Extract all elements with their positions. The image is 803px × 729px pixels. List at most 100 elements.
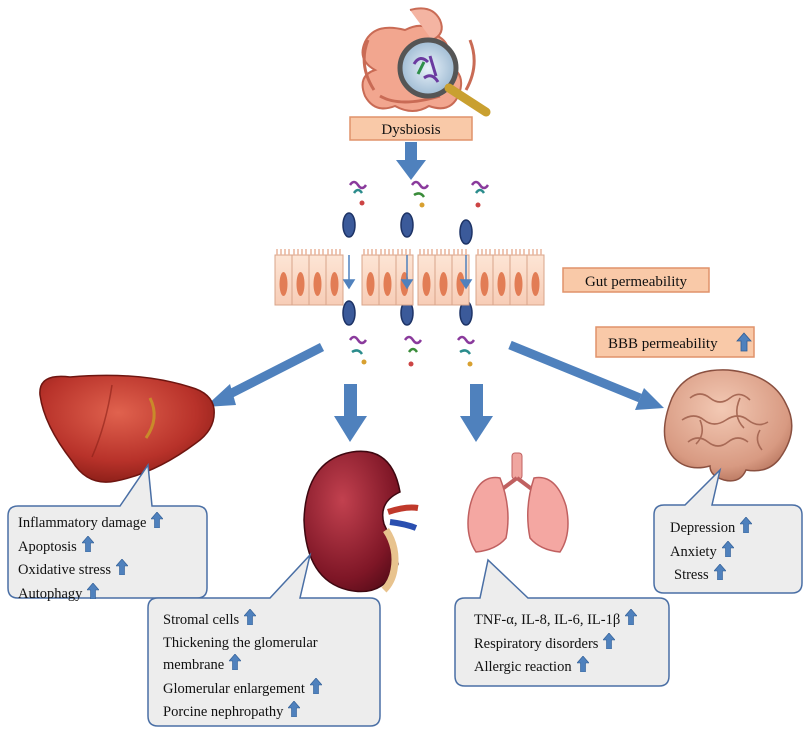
cell-nucleus [330, 272, 339, 296]
flow-arrow-icon [508, 340, 664, 410]
bbb-permeability-label-box [595, 326, 755, 358]
microvilli [310, 249, 324, 255]
up-arrow-icon [736, 332, 752, 352]
up-arrow-icon [602, 632, 617, 657]
kidney-effect-text: Glomerular enlargement [163, 680, 305, 697]
up-arrow-icon [287, 700, 302, 725]
microvilli [327, 249, 341, 255]
brain-effect-text: Anxiety [670, 543, 717, 560]
lungs-illustration [467, 452, 569, 553]
list-item: Oxidative stress [18, 558, 163, 583]
cell-nucleus [480, 272, 489, 296]
up-arrow-icon [575, 655, 590, 680]
microvilli [494, 249, 508, 255]
cell-nucleus [366, 272, 375, 296]
microvilli [380, 249, 394, 255]
up-arrow-icon [81, 535, 95, 560]
dysbiosis-label: Dysbiosis [381, 122, 440, 138]
list-item: Porcine nephropathy [163, 700, 322, 725]
flow-arrow-icon [396, 142, 426, 180]
bbb-permeability-label: BBB permeability [608, 336, 718, 352]
list-item: Stromal cells [163, 608, 322, 633]
microvilli [436, 249, 450, 255]
list-item: Glomerular enlargement [163, 677, 323, 702]
microvilli [528, 249, 542, 255]
brain-effect-text: Depression [670, 520, 736, 536]
flow-arrow-icon [205, 342, 325, 407]
brain-illustration [663, 369, 793, 482]
cell-nucleus [296, 272, 305, 296]
up-arrow-icon [228, 653, 242, 678]
list-item: Anxiety [670, 540, 752, 565]
microvilli [511, 249, 525, 255]
brain-effects-list: Depression Anxiety Stress [670, 516, 753, 588]
list-item: Inflammatory damage [18, 511, 165, 536]
cell-nucleus [514, 272, 523, 296]
microvilli [276, 249, 290, 255]
list-item: Respiratory disorders [474, 632, 637, 657]
gut-permeability-label: Gut permeability [585, 274, 688, 290]
up-arrow-icon [713, 563, 727, 588]
up-arrow-icon [150, 511, 165, 536]
up-arrow-icon [115, 558, 129, 583]
up-arrow-icon [721, 540, 735, 565]
flow-arrow-icon [334, 384, 367, 442]
list-item: membrane [163, 653, 322, 678]
list-item: TNF-α, IL-8, IL-6, IL-1β [474, 608, 638, 633]
cell-nucleus [383, 272, 392, 296]
liver-effect-text: Apoptosis [18, 538, 77, 555]
intestine-illustration [361, 7, 491, 117]
brain-effect-text: Stress [674, 567, 709, 583]
up-arrow-icon [624, 608, 638, 633]
leak-arrows [342, 255, 473, 290]
list-item: Autophagy [18, 582, 163, 607]
kidney-effect-text: Stromal cells [163, 612, 240, 628]
cell-nucleus [279, 272, 288, 296]
microvilli [397, 249, 411, 255]
kidney-callout [147, 552, 381, 727]
bacteria-cluster-bottom [348, 335, 476, 367]
lung-effect-text: Allergic reaction [474, 659, 572, 675]
list-item: Allergic reaction [474, 655, 637, 680]
list-item: Apoptosis [18, 535, 163, 560]
kidney-effect-text: Porcine nephropathy [163, 704, 284, 720]
list-item: Thickening the glomerular [163, 633, 322, 655]
liver-effect-text: Oxidative stress [18, 562, 112, 578]
cell-nucleus [422, 272, 431, 296]
flow-arrow-icon [460, 384, 493, 442]
liver-illustration [39, 374, 215, 483]
cell-nucleus [439, 272, 448, 296]
list-item: Depression [670, 516, 753, 541]
bacteria-cluster-top [348, 180, 490, 208]
liver-effect-text: Inflammatory damage [18, 515, 147, 531]
microvilli [477, 249, 491, 255]
lung-effect-text: Respiratory disorders [474, 635, 599, 652]
lung-effect-text: TNF-α, IL-8, IL-6, IL-1β [474, 612, 621, 628]
kidney-effect-text: membrane [163, 657, 225, 673]
cell-nucleus [313, 272, 322, 296]
gut-permeability-label-box [562, 267, 710, 293]
microvilli [419, 249, 433, 255]
lung-effects-list: TNF-α, IL-8, IL-6, IL-1β Respiratory dis… [474, 608, 638, 680]
liver-effect-text: Autophagy [18, 585, 83, 602]
up-arrow-icon [243, 608, 257, 633]
dysbiosis-label-box [349, 116, 473, 141]
cell-nucleus [456, 272, 465, 296]
cell-nucleus [497, 272, 506, 296]
brain-callout [653, 467, 803, 594]
liver-effects-list: Inflammatory damage Apoptosis Oxidative … [18, 511, 165, 607]
microvilli [453, 249, 467, 255]
gut-epithelium [274, 249, 545, 306]
list-item: Stress [670, 563, 752, 588]
lung-callout [454, 558, 670, 687]
kidney-illustration [303, 450, 419, 593]
microvilli [293, 249, 307, 255]
up-arrow-icon [86, 582, 101, 607]
up-arrow-icon [309, 677, 323, 702]
microvilli [363, 249, 377, 255]
kidney-effects-list: Stromal cells Thickening the glomerular … [163, 608, 323, 725]
kidney-effect-text: Thickening the glomerular [163, 634, 318, 651]
up-arrow-icon [739, 516, 753, 541]
cell-nucleus [531, 272, 540, 296]
